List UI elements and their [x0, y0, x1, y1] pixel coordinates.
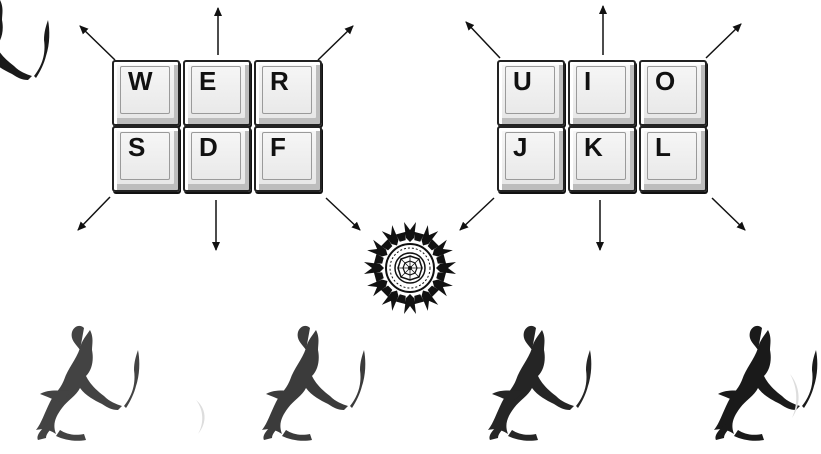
sword-swipe-icon — [196, 400, 205, 434]
key-label: W — [128, 66, 153, 96]
key-label: J — [513, 132, 527, 162]
key-label: L — [655, 132, 671, 162]
sword-fighter-icon — [714, 326, 817, 441]
key-label: I — [584, 66, 591, 96]
sword-fighter-icon — [488, 326, 591, 441]
key-label: E — [199, 66, 216, 96]
key-label: F — [270, 132, 286, 162]
key-label: D — [199, 132, 218, 162]
sword-swipe-icon — [790, 374, 799, 418]
key-label: R — [270, 66, 289, 96]
key-label: K — [584, 132, 603, 162]
sword-fighter-icon — [262, 326, 365, 441]
key-label: S — [128, 132, 145, 162]
key-label: U — [513, 66, 532, 96]
sword-fighter-icon — [36, 326, 139, 441]
key-label: O — [655, 66, 675, 96]
